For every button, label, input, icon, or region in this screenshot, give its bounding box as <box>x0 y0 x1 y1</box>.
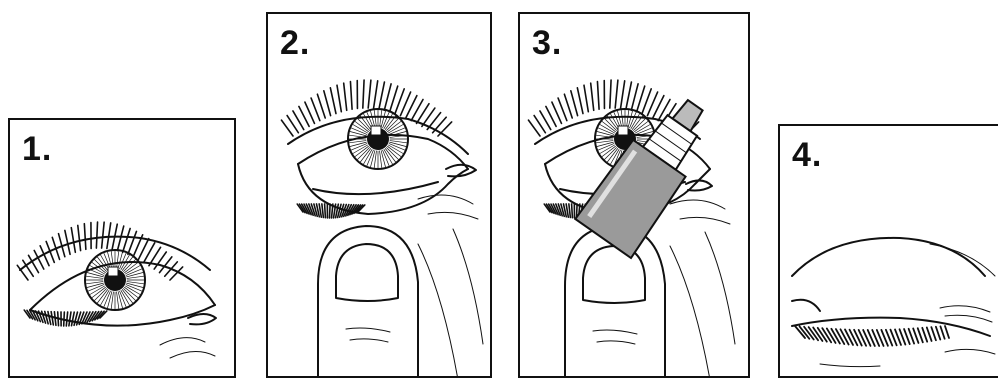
open-eye-icon <box>10 120 236 378</box>
step-panel-3: 3. <box>518 12 750 378</box>
lower-eyelid-pulled-down-icon <box>268 14 492 378</box>
step-panel-4: 4. <box>778 124 998 378</box>
eye-drop-bottle-icon <box>520 14 750 378</box>
closed-eye-icon <box>780 126 998 378</box>
step-panel-1: 1. <box>8 118 236 378</box>
step-panel-2: 2. <box>266 12 492 378</box>
